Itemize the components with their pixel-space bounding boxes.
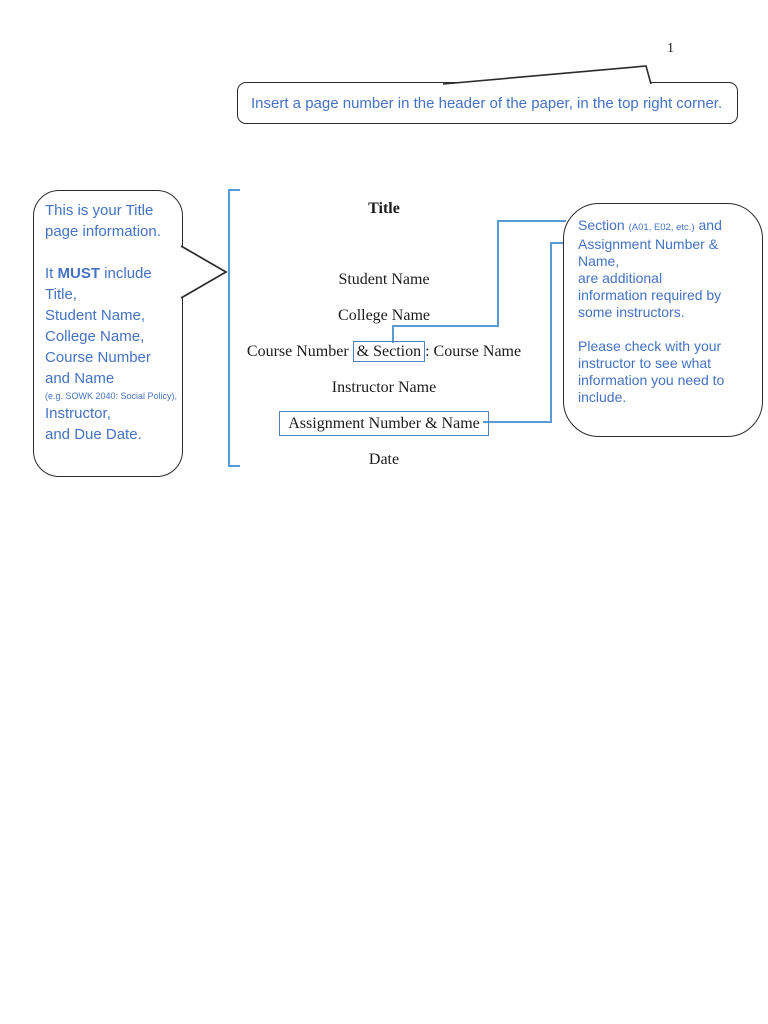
left-callout-line: and Due Date. [45,426,142,443]
right-callout-line: Please check with your [578,338,722,354]
right-callout-text: Section [578,217,629,233]
left-callout-line: page information. [45,223,161,240]
left-callout-line: and Name [45,370,115,387]
right-callout-line: include. [578,389,627,405]
right-callout-line: instructor to see what [578,355,712,371]
right-callout-spacer [578,321,756,338]
top-callout-text: Insert a page number in the header of th… [251,94,723,112]
left-callout-bubble: This is your Title page information. It … [33,190,183,477]
left-callout-line: Title, [45,286,77,303]
left-callout-text: It [45,265,58,282]
left-callout-spacer [45,242,178,263]
left-callout-text: include [100,265,152,282]
left-callout-line: This is your Title [45,202,154,219]
left-callout-line: Instructor, [45,405,111,422]
assignment-highlight-box: Assignment Number & Name [279,411,489,436]
left-callout-line: It MUST include [45,263,178,284]
right-callout-bubble: Section (A01, E02, etc.) and Assignment … [563,203,763,437]
left-callout-line: College Name, [45,328,145,345]
right-callout-line: some instructors. [578,304,685,320]
right-callout-line: Name, [578,253,620,269]
right-callout-line: information you need to [578,372,725,388]
section-highlight-box: & Section [352,341,426,362]
titlepage-course-line: Course Number & Section: Course Name [0,341,768,362]
left-callout-bold-text: MUST [57,265,101,282]
titlepage-college-name: College Name [338,307,430,324]
right-callout-example-text: (A01, E02, etc.) [628,222,695,233]
left-callout-example-text: (e.g. SOWK 2040: Social Policy), [45,391,178,401]
right-callout-line: are additional [578,270,663,286]
top-callout-bubble: Insert a page number in the header of th… [237,82,738,124]
left-callout-line: Student Name, [45,307,146,324]
course-name-text: : Course Name [425,343,522,360]
titlepage-student-name: Student Name [338,271,430,288]
titlepage-assignment-line: Assignment Number & Name [0,411,768,436]
right-callout-line: Assignment Number & [578,236,719,252]
right-callout-text: and [694,217,722,233]
titlepage-instructor-name: Instructor Name [331,379,437,396]
left-callout-line: Course Number [45,349,151,366]
right-callout-line: Section (A01, E02, etc.) and [578,217,756,236]
page-number: 1 [667,41,674,56]
course-number-text: Course Number [246,343,353,360]
right-callout-line: information required by [578,287,722,303]
titlepage-date: Date [368,451,400,468]
titlepage-title: Title [368,200,400,217]
